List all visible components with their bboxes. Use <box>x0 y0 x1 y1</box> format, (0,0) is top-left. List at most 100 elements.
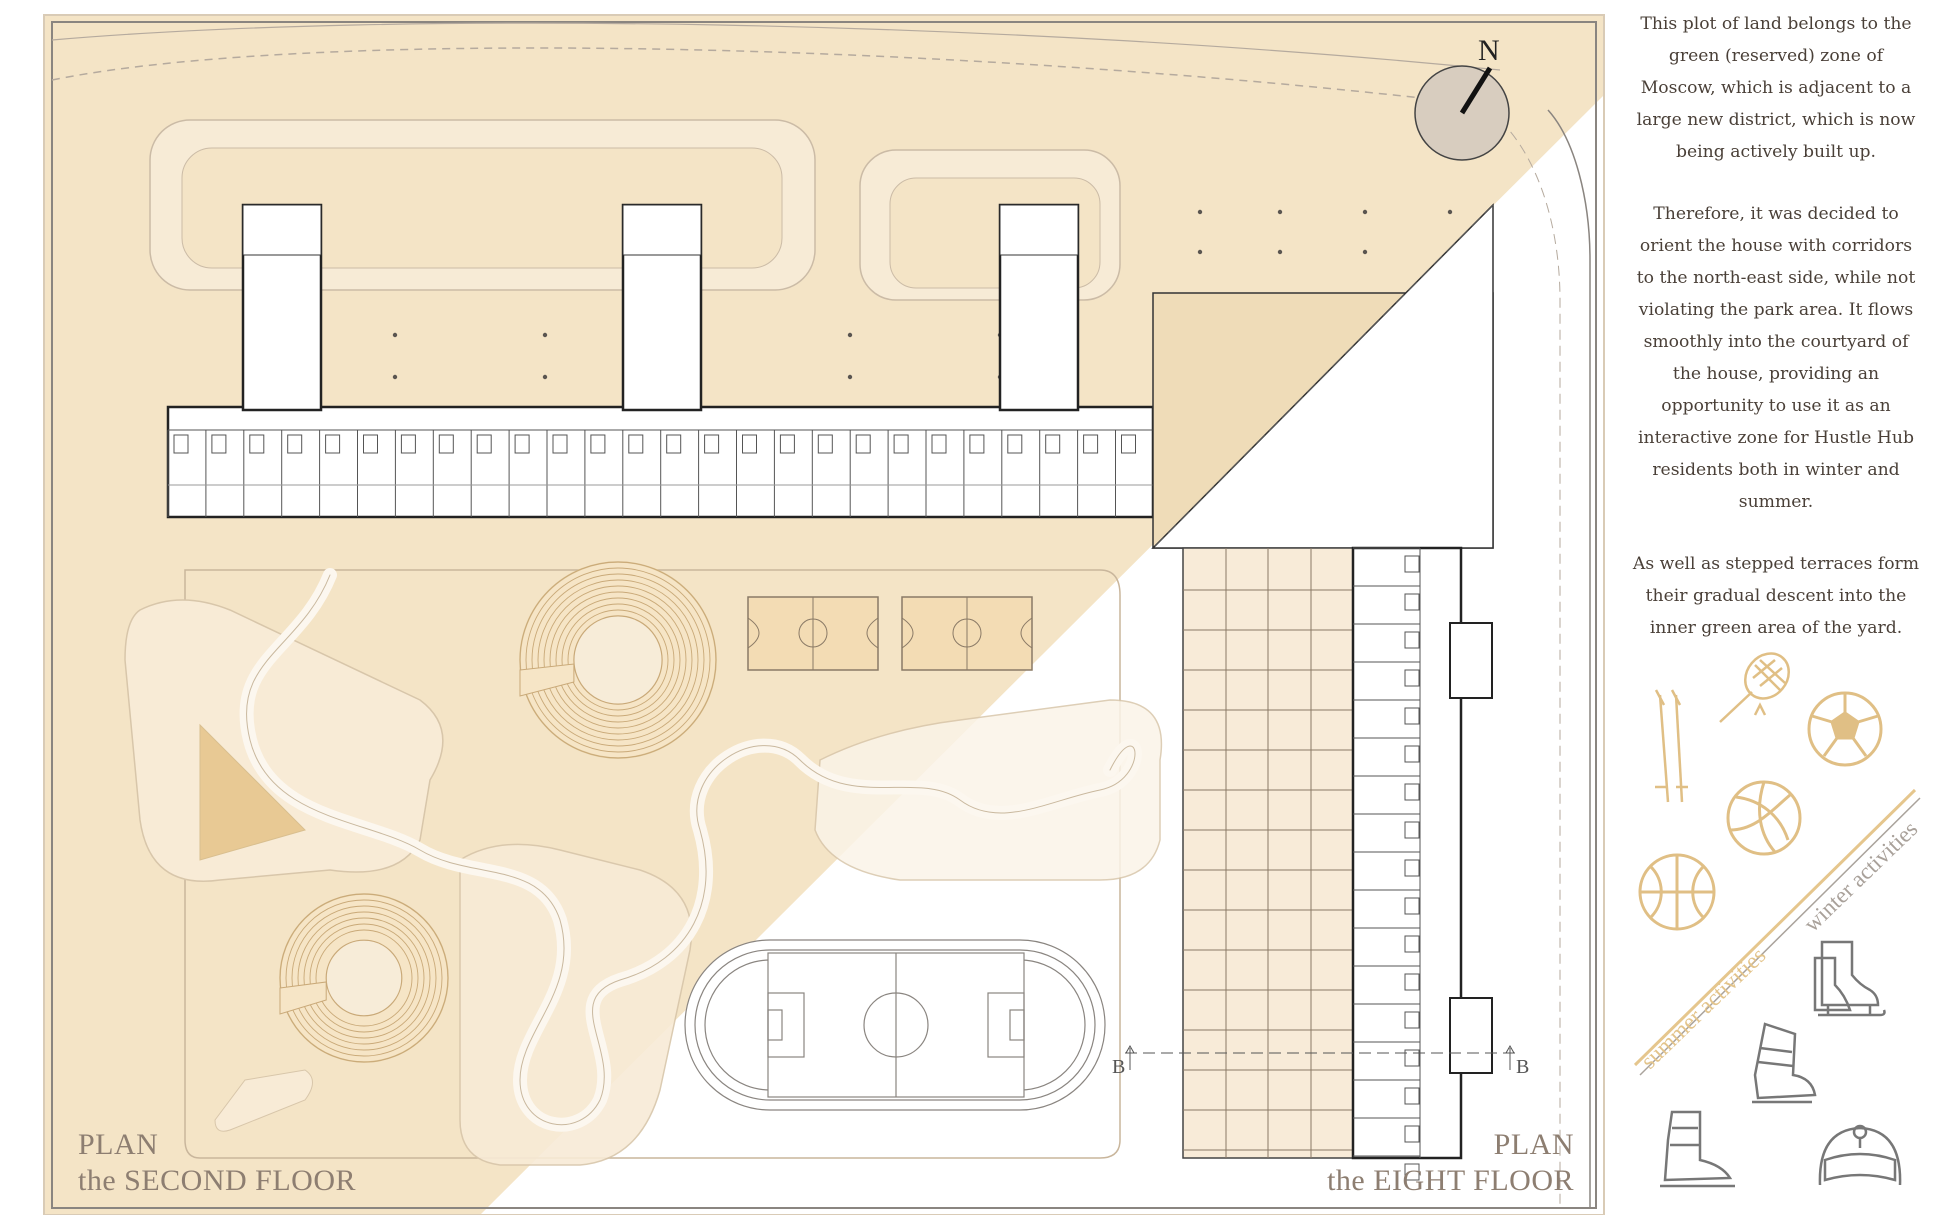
amphitheatre-step <box>567 609 669 711</box>
soccer-ball-icon <box>1807 691 1883 767</box>
section-arrows <box>1125 1044 1515 1070</box>
unit-bath <box>1045 434 1061 454</box>
unit-bath <box>1404 745 1420 763</box>
amphitheatre-step <box>303 917 425 1039</box>
unit-bath <box>1404 669 1420 687</box>
amphitheatre-step <box>531 573 705 747</box>
tennis-racket-icon <box>1719 652 1790 723</box>
unit-bath <box>893 434 909 454</box>
unit-bath <box>1121 434 1136 454</box>
unit-bath <box>779 434 795 454</box>
unit-bath <box>325 434 341 454</box>
second-floor-plan-label: PLAN the SECOND FLOOR <box>78 1127 356 1199</box>
unit-bath <box>1404 859 1420 877</box>
amphitheatre-bottom <box>279 893 449 1063</box>
unit-bath <box>742 434 757 454</box>
unit-bath <box>931 434 947 454</box>
activities-panel <box>1633 652 1921 1188</box>
amphitheatre-step <box>549 591 687 729</box>
plan-label-word: PLAN <box>1493 1128 1574 1161</box>
unit-bath <box>1404 707 1420 725</box>
column-dot <box>1362 249 1368 255</box>
description-panel: This plot of land belongs to the green (… <box>1630 8 1922 674</box>
amphitheatre-step <box>309 923 419 1033</box>
unit-bath <box>1404 897 1420 915</box>
amphitheatre-stage <box>325 939 403 1017</box>
unit-bath <box>211 434 227 454</box>
column-dot <box>1277 249 1283 255</box>
stadium <box>684 939 1106 1111</box>
amphitheatre-step <box>537 579 699 741</box>
plan-label-floor: the SECOND FLOOR <box>78 1164 357 1197</box>
column-dot <box>392 374 398 380</box>
amphitheatre-step <box>543 585 693 735</box>
column-dot <box>1447 209 1453 215</box>
unit-bath <box>476 434 492 454</box>
unit-bath <box>1404 1011 1420 1029</box>
stair-core-1 <box>1449 622 1493 699</box>
plan-label-floor: the EIGHT FLOOR <box>1327 1164 1574 1197</box>
amphitheatre-top <box>519 561 717 759</box>
basketball-court-2 <box>901 596 1033 671</box>
unit-bath <box>249 434 265 454</box>
unit-bath <box>590 434 606 454</box>
stair-core-2 <box>1449 997 1493 1074</box>
north-arrow <box>1414 65 1510 161</box>
amphitheatre-step <box>525 567 711 753</box>
column-dot <box>542 332 548 338</box>
building-horizontal-block <box>166 203 1155 519</box>
section-mark-right: B <box>1516 1056 1530 1078</box>
description-paragraph-1: This plot of land belongs to the green (… <box>1636 14 1916 162</box>
amphitheatre-stage <box>573 615 663 705</box>
amphitheatre-entrance <box>279 981 327 1015</box>
courtyard-lawn <box>184 569 1121 1159</box>
ski-poles-icon <box>1654 689 1688 803</box>
north-label: N <box>1478 34 1500 67</box>
amphitheatre-step <box>555 597 681 723</box>
unit-bath <box>1404 821 1420 839</box>
amphitheatre-step <box>291 905 437 1051</box>
triangle-garden <box>199 723 306 861</box>
amphitheatre-step <box>519 561 717 759</box>
unit-bath <box>1404 1163 1420 1181</box>
unit-bath <box>173 434 189 454</box>
unit-bath <box>1404 935 1420 953</box>
ski-boot-icon <box>1752 1022 1817 1104</box>
amphitheatre-step <box>561 603 675 717</box>
unit-bath <box>855 434 871 454</box>
eighth-floor-plan-label: PLAN the EIGHT FLOOR <box>1327 1127 1574 1199</box>
column-dot <box>847 374 853 380</box>
amphitheatre-step <box>279 893 449 1063</box>
unit-bath <box>628 434 644 454</box>
unit-bath <box>1404 973 1420 991</box>
column-dot <box>1277 209 1283 215</box>
amphitheatre-step <box>297 911 431 1045</box>
summer-band-line <box>1633 788 1917 1067</box>
amphitheatre-step <box>285 899 443 1057</box>
unit-bath <box>438 434 454 454</box>
column-dot <box>542 374 548 380</box>
unit-bath <box>1404 1087 1420 1105</box>
unit-bath <box>1083 434 1099 454</box>
green-island-bottom-left <box>214 1069 313 1132</box>
unit-bath <box>1404 783 1420 801</box>
plan-label-word: PLAN <box>78 1128 159 1161</box>
building-vertical-block <box>1182 546 1493 1181</box>
description-paragraph-2: Therefore, it was decided to orient the … <box>1636 204 1916 512</box>
unit-bath <box>1404 1049 1420 1067</box>
unit-bath <box>817 434 833 454</box>
basketball-court-1 <box>747 596 879 671</box>
helmet-icon <box>1818 1124 1902 1186</box>
unit-bath <box>1404 593 1420 611</box>
unit-bath <box>400 434 416 454</box>
unit-bath <box>969 434 985 454</box>
unit-bath <box>1404 555 1420 573</box>
description-paragraph-3: As well as stepped terraces form their g… <box>1632 554 1920 638</box>
column-dot <box>1197 249 1203 255</box>
road-right <box>1547 109 1591 1208</box>
unit-bath <box>287 434 303 454</box>
unit-bath <box>1404 1125 1420 1143</box>
unit-bath <box>552 434 568 454</box>
snowboard-boot-icon <box>1660 1110 1735 1188</box>
